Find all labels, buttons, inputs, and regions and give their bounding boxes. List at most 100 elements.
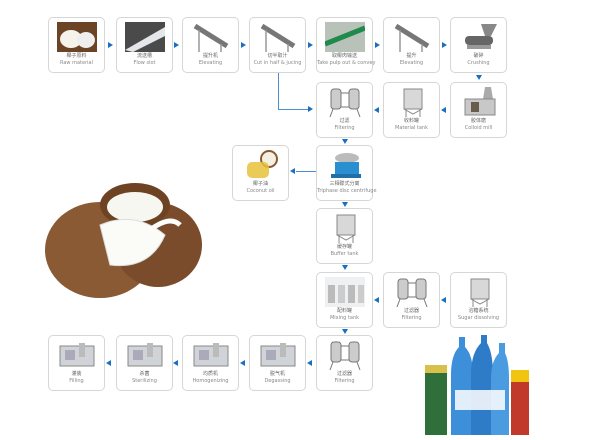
step-label-cn: 杀菌 — [139, 371, 150, 377]
step-label-cn: 流送槽 — [136, 53, 152, 59]
flow-arrow-icon — [375, 42, 380, 48]
coconut-illustration — [45, 183, 202, 298]
flow-arrow-icon — [308, 42, 313, 48]
step-label-cn: 脱气机 — [269, 371, 285, 377]
step-label-cn: 过滤器 — [403, 308, 419, 314]
flow-arrow-icon — [342, 329, 348, 334]
step-label-en: Buffer tank — [330, 251, 359, 257]
step-label-cn: 三相碟式分离 — [329, 181, 360, 187]
step-label-cn: 收料罐 — [403, 118, 419, 124]
machine-icon — [191, 340, 231, 370]
step-label-cn: 切半取汁 — [267, 53, 288, 59]
step-label-cn: 取椰肉输送 — [331, 53, 357, 59]
crusher-icon — [459, 22, 499, 52]
flow-arrow-icon — [441, 297, 446, 303]
flow-arrow-icon — [342, 202, 348, 207]
step-label-en: Filtering — [334, 378, 355, 384]
coconut-icon — [57, 22, 97, 52]
mill-icon — [459, 87, 499, 117]
centrifuge-icon — [325, 150, 365, 180]
step-label-cn: 椰子原料 — [66, 53, 87, 59]
step-label-cn: 过滤 — [339, 118, 350, 124]
tank-icon — [325, 213, 365, 243]
step-label-cn: 溶糖系统 — [468, 308, 489, 314]
conveyor-icon — [191, 22, 231, 52]
step-label-en: Filling — [69, 378, 84, 384]
step-label-en: Triphase disc centrifuge — [317, 188, 377, 194]
flow-arrow-icon — [108, 42, 113, 48]
step-label-en: Cut in half & jucing — [253, 60, 302, 66]
step-label-en: Flow slot — [133, 60, 156, 66]
step-label-en: Filtering — [401, 315, 422, 321]
step-label-en: Coconut oil — [246, 188, 275, 194]
step-label-en: Take pulp out & convey — [317, 60, 376, 66]
step-label-cn: 椰子油 — [252, 181, 268, 187]
step-label-en: Elevating — [198, 60, 223, 66]
step-label-cn: 提升 — [406, 53, 417, 59]
step-label-en: Mixing tank — [329, 315, 360, 321]
flow-arrow-icon — [240, 360, 245, 366]
flow-arrow-icon — [173, 360, 178, 366]
product-bottles-illustration — [425, 335, 529, 435]
filter-icon — [392, 277, 432, 308]
filter-icon — [325, 340, 365, 371]
machine-icon — [57, 340, 97, 370]
filter-icon — [325, 87, 365, 118]
flow-line — [278, 109, 308, 110]
step-label-cn: 灌装 — [71, 371, 82, 377]
step-label-cn: 过滤器 — [336, 371, 352, 377]
step-label-cn: 缓存罐 — [336, 244, 352, 250]
tank-icon — [459, 277, 499, 307]
flow-arrow-icon — [476, 75, 482, 80]
tank-icon — [392, 87, 432, 117]
step-label-en: Homogenizing — [192, 378, 229, 384]
step-label-en: Sugar dissolving — [457, 315, 500, 321]
flow-arrow-icon — [290, 168, 295, 174]
machine-icon — [258, 340, 298, 370]
step-label-en: Filtering — [334, 125, 355, 131]
flow-arrow-icon — [374, 107, 379, 113]
flow-arrow-icon — [307, 360, 312, 366]
step-label-en: Degassing — [264, 378, 291, 384]
belt-icon — [324, 22, 366, 52]
step-label-en: Sterilizing — [132, 378, 157, 384]
flume-icon — [125, 22, 165, 52]
flow-arrow-icon — [342, 139, 348, 144]
flow-arrow-icon — [174, 42, 179, 48]
step-label-en: Raw material — [60, 60, 93, 66]
flow-arrow-icon — [241, 42, 246, 48]
tanks-icon — [325, 277, 365, 307]
flow-arrow-icon — [442, 42, 447, 48]
flow-arrow-icon — [106, 360, 111, 366]
oil-icon — [241, 150, 281, 180]
step-label-en: Material tank — [395, 125, 428, 131]
step-label-cn: 均质机 — [202, 371, 218, 377]
step-label-en: Colloid mill — [464, 125, 493, 131]
step-label-cn: 提升机 — [202, 53, 218, 59]
flow-arrow-icon — [374, 297, 379, 303]
step-label-cn: 破碎 — [473, 53, 484, 59]
conveyor-icon — [392, 22, 432, 52]
flow-line — [278, 73, 279, 109]
conveyor-icon — [258, 22, 298, 52]
flow-arrow-icon — [441, 107, 446, 113]
